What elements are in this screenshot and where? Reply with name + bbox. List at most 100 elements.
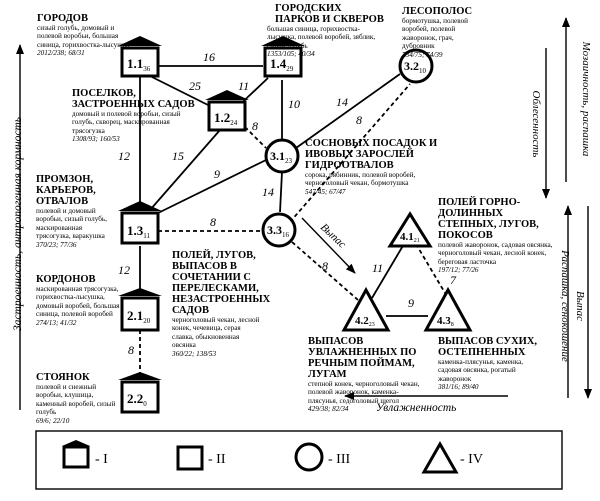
node-title: ГОРОДСКИХ ПАРКОВ И СКВЕРОВ: [275, 3, 384, 25]
node-id-label: 4.223: [355, 315, 375, 328]
node-4.3-text: ВЫПАСОВ СУХИХ, ОСТЕПНЕННЫХ каменка-плясу…: [438, 336, 548, 392]
node-species: сорока, рябинник, полевой воробей, черно…: [305, 171, 416, 188]
node-4.1-text: ПОЛЕЙ ГОРНО-ДОЛИННЫХ СТЕПНЫХ, ЛУГОВ, ПОК…: [438, 197, 562, 275]
node-3.2-circle: [398, 48, 434, 84]
node-title: ВЫПАСОВ СУХИХ, ОСТЕПНЕННЫХ: [438, 336, 538, 358]
node-stats: 370/23; 77/36: [36, 240, 77, 249]
node-id-label: 3.123: [270, 149, 293, 165]
node-id-label: 3.210: [404, 59, 427, 75]
vypas-arrow: [301, 217, 356, 274]
edge-weight: 8: [322, 259, 328, 273]
edge-4.1-4.2: [371, 243, 405, 299]
legend-item-square: [176, 445, 204, 471]
node-stats: 197/12; 77/26: [438, 266, 479, 275]
node-title: СОСНОВЫХ ПОСАДОК И ИВОВЫХ ЗАРОСЛЕЙ ГИДРО…: [305, 138, 438, 171]
node-1.2-house: [205, 90, 249, 132]
right-lower-outer-label: Выпас: [574, 290, 586, 322]
node-id-label: 1.429: [270, 56, 294, 73]
node-species: черноголовый чекан, лесной конек, чечеви…: [172, 316, 260, 350]
node-3.1-circle: [264, 138, 300, 174]
bottom-axis-label: Увлажненность: [376, 402, 457, 414]
edge-weight: 11: [372, 261, 383, 275]
edge-weight: 9: [214, 167, 220, 181]
node-stats: 381/16; 89/40: [438, 383, 479, 392]
node-2.2-text: СТОЯНОК полевой и снежный воробьи, клуши…: [36, 372, 118, 425]
edge-weight: 9: [408, 296, 414, 310]
node-species: маскированная трясогузка, горихвостка-лы…: [36, 285, 120, 319]
node-1.4-text: ГОРОДСКИХ ПАРКОВ И СКВЕРОВ большая синиц…: [263, 3, 385, 59]
edges: [139, 65, 449, 378]
node-3.1-text: СОСНОВЫХ ПОСАДОК И ИВОВЫХ ЗАРОСЛЕЙ ГИДРО…: [305, 138, 447, 196]
node-4.3-triangle: [423, 286, 473, 332]
edge-weight: 12: [118, 149, 130, 163]
node-stats: 274/13; 41/32: [36, 318, 77, 327]
node-2.2-house-thin: [118, 372, 162, 414]
edge-weight: 12: [118, 263, 130, 277]
left-axis-label: Застроенность, антропогенная кормность: [12, 116, 24, 332]
node-id-label: 1.311: [127, 223, 150, 240]
edge-1.2-1.3: [149, 129, 221, 211]
node-stats: 1353/105; 40/34: [267, 50, 315, 59]
edge-weight: 25: [189, 79, 201, 93]
edge-weight: 14: [336, 95, 348, 109]
node-species: большая синица, горихвостка-лысушка, пол…: [267, 25, 376, 50]
edge-3.3-3.2: [289, 83, 411, 223]
node-id-label: 1.224: [214, 110, 238, 127]
node-id-label: 1.136: [127, 56, 151, 73]
right-top-axis-label: Мозаичность, распашка: [580, 41, 592, 157]
edge-3.1-3.3: [279, 171, 283, 213]
node-species: полевой и домовый воробьи, сизый голубь,…: [36, 207, 107, 241]
node-species: сизый голубь, домовый и полевой воробьи,…: [37, 24, 130, 49]
node-title: ПОСЕЛКОВ, ЗАСТРОЕННЫХ САДОВ: [72, 88, 195, 110]
node-4.2-text: ВЫПАСОВ УВЛАЖНЕННЫХ ПО РЕЧНЫМ ПОЙМАМ, ЛУ…: [308, 336, 420, 414]
node-stats: 1308/93; 160/53: [72, 135, 120, 144]
edge-4.1-4.3: [415, 243, 449, 299]
node-species: степной конек, черноголовый чекан, полев…: [308, 380, 420, 405]
edge-weight: 8: [210, 215, 216, 229]
node-species: полевой жаворонок, садовая овсянка, черн…: [438, 241, 553, 266]
edge-weight: 11: [238, 79, 249, 93]
node-4.1-triangle: [387, 211, 433, 248]
node-species: бормотушка, полевой воробей, полевой жав…: [402, 17, 469, 51]
node-stats: 360/22; 138/53: [172, 349, 217, 358]
node-title: ВЫПАСОВ УВЛАЖНЕННЫХ ПО РЕЧНЫМ ПОЙМАМ, ЛУ…: [308, 336, 417, 380]
node-species: домовый и полевой воробьи, сизый голубь,…: [72, 110, 181, 135]
node-title: СТОЯНОК: [36, 372, 90, 383]
edge-1.3-3.1: [151, 159, 267, 217]
node-1.1-text: ГОРОДОВ сизый голубь, домовый и полевой …: [37, 13, 147, 58]
node-title: КОРДОНОВ: [36, 274, 96, 285]
node-1.3-house: [118, 201, 162, 245]
node-title: ПОЛЕЙ, ЛУГОВ, ВЫПАСОВ В СОЧЕТАНИИ С ПЕРЕ…: [172, 250, 271, 316]
node-stats: 2012/238; 68/31: [37, 49, 85, 58]
edge-weight: 16: [203, 50, 215, 64]
node-id-label: 2.20: [127, 391, 147, 408]
node-stats: 547/45; 67/47: [305, 187, 346, 196]
edge-weight: 8: [356, 113, 362, 127]
node-3.3-text: ПОЛЕЙ, ЛУГОВ, ВЫПАСОВ В СОЧЕТАНИИ С ПЕРЕ…: [172, 250, 288, 358]
legend-label: - IV: [460, 452, 483, 467]
edge-weight: 14: [262, 185, 274, 199]
node-title: ЛЕСОПОЛОС: [402, 6, 473, 17]
node-3.3-circle: [261, 212, 297, 248]
edge-3.3-4.2: [291, 241, 359, 301]
node-stats: 734/75; 74/39: [402, 50, 443, 59]
node-stats: 69/6; 22/10: [36, 416, 70, 425]
node-id-label: 3.316: [267, 223, 290, 239]
node-species: каменка-плясунья, каменка, садовая овсян…: [438, 358, 524, 383]
right-mid-axis-label: Облесенность: [530, 90, 542, 158]
node-2.1-text: КОРДОНОВ маскированная трясогузка, горих…: [36, 274, 122, 327]
node-title: ПРОМЗОН, КАРЬЕРОВ, ОТВАЛОВ: [36, 174, 96, 207]
edge-weight: 15: [172, 149, 184, 163]
legend-label: - I: [95, 452, 108, 467]
node-3.2-text: ЛЕСОПОЛОС бормотушка, полевой воробей, п…: [402, 6, 486, 59]
legend-item-circle: [294, 442, 324, 472]
edge-weight: 7: [450, 273, 457, 287]
edge-weight: 10: [288, 97, 300, 111]
node-id-label: 4.38: [437, 315, 454, 328]
legend-label: - III: [328, 452, 350, 467]
legend-item-house: [62, 440, 90, 469]
edge-weight: 8: [128, 343, 134, 357]
edge-weight: 8: [252, 119, 258, 133]
node-2.1-house-thin: [118, 288, 162, 332]
